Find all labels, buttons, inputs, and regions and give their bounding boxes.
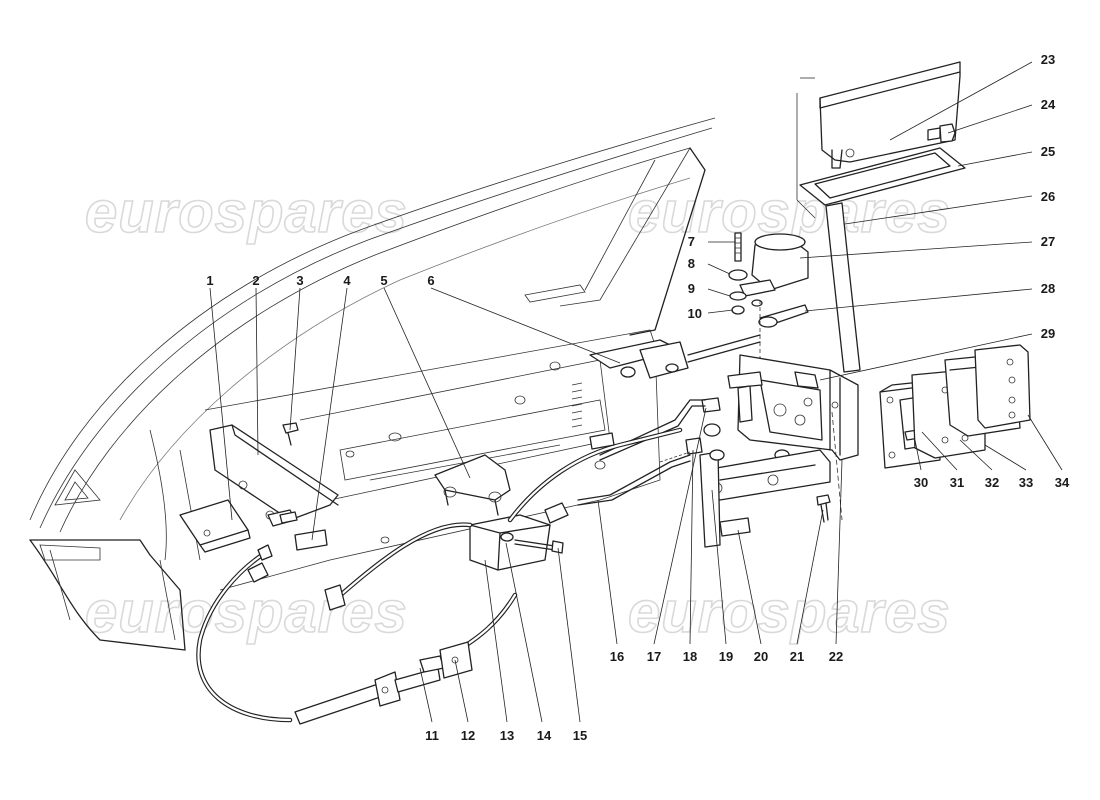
watermark-bottom-left: eurospares <box>85 580 408 645</box>
leader-upper <box>796 77 816 219</box>
callout-32: 32 <box>985 475 999 490</box>
callout-22: 22 <box>829 649 843 664</box>
callout-14: 14 <box>537 728 552 743</box>
part-26-hose <box>825 202 861 373</box>
callout-9: 9 <box>688 281 695 296</box>
callout-15: 15 <box>573 728 587 743</box>
part-24-screw <box>927 123 956 143</box>
leader-lines <box>209 61 1063 723</box>
callout-6: 6 <box>427 273 434 288</box>
callout-1: 1 <box>206 273 213 288</box>
part-28-lever <box>758 300 809 380</box>
callout-4: 4 <box>343 273 351 288</box>
callout-26: 26 <box>1041 189 1055 204</box>
callout-11: 11 <box>425 728 439 743</box>
callout-28: 28 <box>1041 281 1055 296</box>
watermarks: eurospares eurospares eurospares eurospa… <box>84 179 951 646</box>
part-6-inner-handle <box>589 334 761 379</box>
part-15-screw <box>514 539 564 554</box>
part-17-18-clips <box>599 397 721 461</box>
callout-29: 29 <box>1041 326 1055 341</box>
part-23-handle-cover <box>819 61 961 169</box>
callout-20: 20 <box>754 649 768 664</box>
part-27-actuator <box>739 233 809 297</box>
callout-21: 21 <box>790 649 804 664</box>
part-29-lock-body <box>727 354 859 461</box>
part-13-motor <box>469 502 569 571</box>
part-25-gasket <box>799 147 966 206</box>
door-shell <box>29 117 716 651</box>
callout-25: 25 <box>1041 144 1055 159</box>
callout-2: 2 <box>252 273 259 288</box>
callout-16: 16 <box>610 649 624 664</box>
parts-30-34-striker <box>879 344 1031 469</box>
parts-1-4-left <box>179 422 339 553</box>
callout-8: 8 <box>688 256 695 271</box>
parts-7-10-fasteners <box>728 232 763 315</box>
callout-19: 19 <box>719 649 733 664</box>
part-16-rod <box>577 451 691 506</box>
callout-33: 33 <box>1019 475 1033 490</box>
callout-5: 5 <box>380 273 387 288</box>
callout-7: 7 <box>688 234 695 249</box>
callout-31: 31 <box>950 475 964 490</box>
callout-34: 34 <box>1055 475 1070 490</box>
callout-12: 12 <box>461 728 475 743</box>
part-5-bracket <box>434 454 511 516</box>
vent-slots <box>571 382 583 428</box>
callout-17: 17 <box>647 649 661 664</box>
callout-18: 18 <box>683 649 697 664</box>
watermark-bottom-right: eurospares <box>628 580 951 645</box>
callout-3: 3 <box>296 273 303 288</box>
watermark-top-left: eurospares <box>85 180 408 245</box>
cables <box>196 427 683 723</box>
callout-labels: 1 2 3 4 5 6 7 8 9 10 11 12 13 14 15 16 1… <box>206 52 1070 743</box>
callout-30: 30 <box>914 475 928 490</box>
callout-27: 27 <box>1041 234 1055 249</box>
callout-24: 24 <box>1041 97 1056 112</box>
callout-23: 23 <box>1041 52 1055 67</box>
callout-10: 10 <box>688 306 702 321</box>
part-11-12-cable-end <box>294 641 473 725</box>
callout-13: 13 <box>500 728 514 743</box>
